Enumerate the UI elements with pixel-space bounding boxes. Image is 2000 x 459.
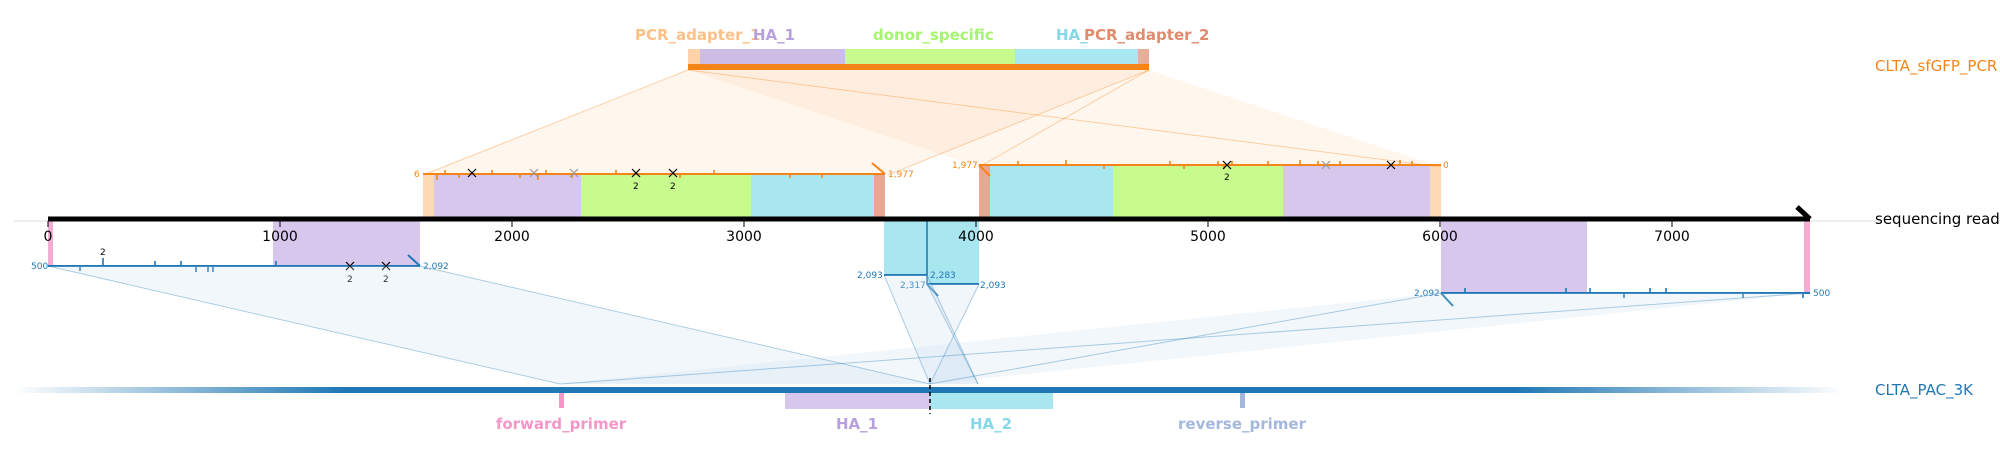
pac-left-end-label: 2,092 xyxy=(423,262,449,272)
pac-feature-label-ha-2: HA_2 xyxy=(970,415,1012,433)
pcr-target-name: CLTA_sfGFP_PCR xyxy=(1875,57,1997,76)
read-tick-2000: 2000 xyxy=(494,229,530,245)
pcr-feature-label-donor: donor_specific xyxy=(873,26,994,44)
pcr-feature-ha-2-bar xyxy=(1015,49,1138,66)
read-target-name: sequencing read xyxy=(1875,210,2000,228)
read-tick-5000: 5000 xyxy=(1190,229,1226,245)
pac-connections xyxy=(47,265,1811,385)
pcr-reference xyxy=(688,49,1149,70)
pcr-feature-label-adapter-2: PCR_adapter_2 xyxy=(1084,26,1209,44)
read-tick-7000: 7000 xyxy=(1654,229,1690,245)
sequencing-read-axis xyxy=(14,205,1880,227)
pac-alignment-right xyxy=(1440,221,1810,307)
pcr-alignment-left xyxy=(423,162,886,220)
pcr-left-count-2: 2 xyxy=(670,182,676,192)
pcr-left-start-label: 6 xyxy=(414,170,420,180)
pac-feature-ha-2-bar xyxy=(930,393,1053,409)
read-tick-4000: 4000 xyxy=(958,229,994,245)
pcr-feature-adapter-1-bar xyxy=(688,49,700,66)
pcr-left-end-label: 1,977 xyxy=(888,170,914,180)
pcr-feature-label-adapter-1: PCR_adapter_1 xyxy=(635,26,760,44)
pcr-alignment-right xyxy=(978,160,1441,220)
pac-left-count-3: 2 xyxy=(383,275,389,285)
pac-reference xyxy=(14,378,1844,414)
pcr-feature-label-ha-2: HA_ xyxy=(1056,26,1088,44)
read-tick-0: 0 xyxy=(44,229,53,245)
pac-left-count-2: 2 xyxy=(347,275,353,285)
pcr-reference-line xyxy=(688,64,1149,70)
pac-reference-line xyxy=(14,387,1844,393)
pcr-right-count-1: 2 xyxy=(1224,173,1230,183)
pcr-right-start-label: 1,977 xyxy=(952,161,978,171)
pcr-connections xyxy=(422,69,1442,176)
pac-mid-label-3: 2,317 xyxy=(900,281,926,291)
pcr-feature-label-ha-1: HA_1 xyxy=(753,26,795,44)
pac-right-start-label: 2,092 xyxy=(1414,289,1440,299)
read-tick-1000: 1000 xyxy=(262,229,298,245)
pac-feature-reverse-primer-bar xyxy=(1240,393,1245,408)
pac-feature-label-forward-primer: forward_primer xyxy=(496,415,627,433)
read-tick-6000: 6000 xyxy=(1422,229,1458,245)
pac-left-start-label: 500 xyxy=(31,262,48,272)
pcr-feature-ha-1-bar xyxy=(700,49,845,66)
pac-feature-label-ha-1: HA_1 xyxy=(836,415,878,433)
pac-mid-label-1: 2,093 xyxy=(857,271,883,281)
pac-feature-ha-1-bar xyxy=(785,393,930,409)
pac-mid-label-2: 2,283 xyxy=(930,271,956,281)
read-tick-3000: 3000 xyxy=(726,229,762,245)
pcr-left-count-1: 2 xyxy=(633,182,639,192)
pac-alignment-middle xyxy=(884,221,979,297)
pcr-feature-donor-bar xyxy=(845,49,1015,66)
pcr-feature-adapter-2-bar xyxy=(1138,49,1149,66)
pac-feature-forward-primer-bar xyxy=(559,393,564,408)
pac-alignment-left xyxy=(48,221,421,272)
pac-right-end-label: 500 xyxy=(1813,289,1830,299)
pac-mid-label-4: 2,093 xyxy=(980,281,1006,291)
pac-feature-label-reverse-primer: reverse_primer xyxy=(1178,415,1307,433)
pcr-right-end-label: 0 xyxy=(1443,161,1449,171)
pac-left-count-1: 2 xyxy=(100,248,106,258)
pac-target-name: CLTA_PAC_3K xyxy=(1875,381,1974,400)
